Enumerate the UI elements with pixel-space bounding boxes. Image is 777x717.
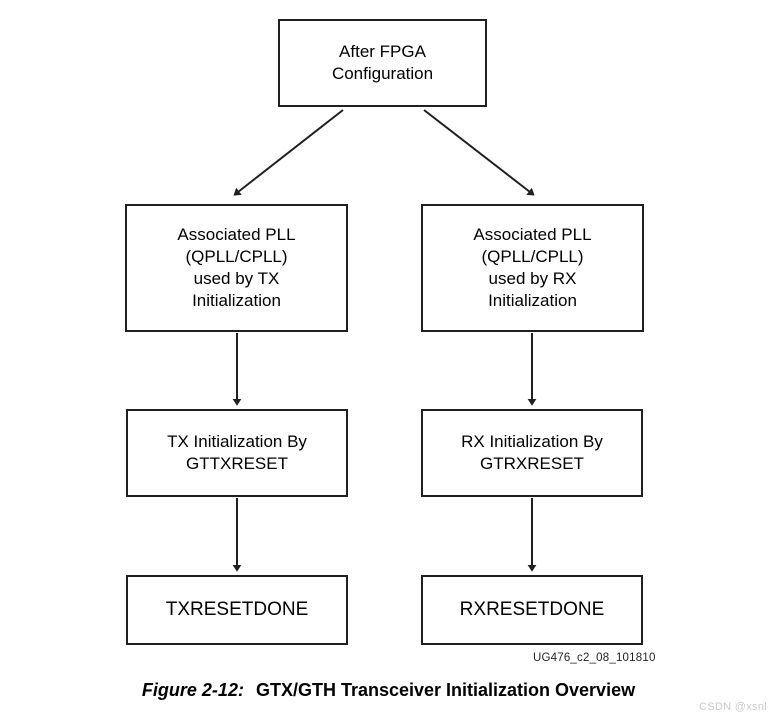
edge-after-fpga-to-pll-tx [233, 109, 344, 196]
figure-caption-title: GTX/GTH Transceiver Initialization Overv… [255, 680, 636, 700]
node-associated-pll-rx: Associated PLL (QPLL/CPLL) used by RX In… [421, 204, 644, 332]
figure-id-label: UG476_c2_08_101810 [533, 652, 656, 664]
edge-after-fpga-to-pll-rx [423, 109, 535, 196]
node-tx-initialization-gttxreset: TX Initialization By GTTXRESET [126, 409, 348, 497]
figure-caption: Figure 2-12: GTX/GTH Transceiver Initiali… [0, 680, 777, 701]
node-rx-initialization-gtrxreset: RX Initialization By GTRXRESET [421, 409, 643, 497]
node-txresetdone: TXRESETDONE [126, 575, 348, 645]
node-after-fpga-configuration: After FPGA Configuration [278, 19, 487, 107]
node-associated-pll-tx: Associated PLL (QPLL/CPLL) used by TX In… [125, 204, 348, 332]
figure-caption-number: Figure 2-12: [141, 680, 244, 700]
watermark-text: CSDN @xsnl [699, 701, 767, 713]
node-rxresetdone: RXRESETDONE [421, 575, 643, 645]
